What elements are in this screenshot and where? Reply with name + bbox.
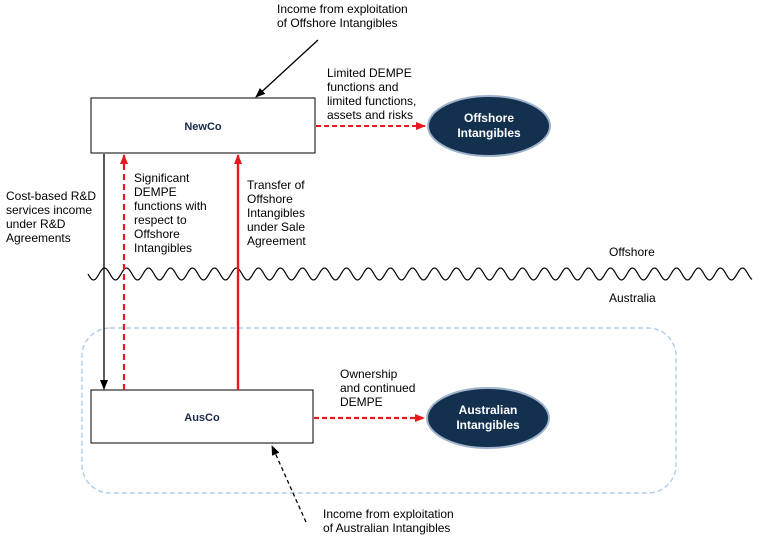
newco-label: NewCo [184,121,222,133]
limited-dempe-text: Limited DEMPE functions and limited func… [327,66,420,122]
australia-region-label: Australia [609,291,656,305]
offshore-intangibles-line-2: Intangibles [457,126,521,140]
australian-intangibles-line-2: Intangibles [456,418,520,432]
offshore-intangibles-line-1: Offshore [464,111,514,125]
income-offshore-text: Income from exploitation of Offshore Int… [277,2,411,30]
ausco-box [90,389,314,444]
income-offshore-arrow [255,39,319,98]
ownership-text: Ownership and continued DEMPE [340,367,419,409]
newco-box [90,97,316,154]
jurisdiction-border-wave [87,267,753,281]
australian-intangibles-oval [426,387,550,449]
australia-boundary [81,327,677,494]
offshore-region-label: Offshore [609,245,655,259]
australian-intangibles-line-1: Australian [459,403,518,417]
offshore-intangibles-oval [427,95,551,157]
income-australian-arrow [271,445,307,523]
cost-based-text: Cost-based R&D services income under R&D… [6,189,99,245]
income-australian-text: Income from exploitation of Australian I… [323,507,457,535]
significant-dempe-text: Significant DEMPE functions with respect… [134,171,210,255]
ausco-label: AusCo [184,412,220,424]
transfer-text: Transfer of Offshore Intangibles under S… [247,178,308,248]
